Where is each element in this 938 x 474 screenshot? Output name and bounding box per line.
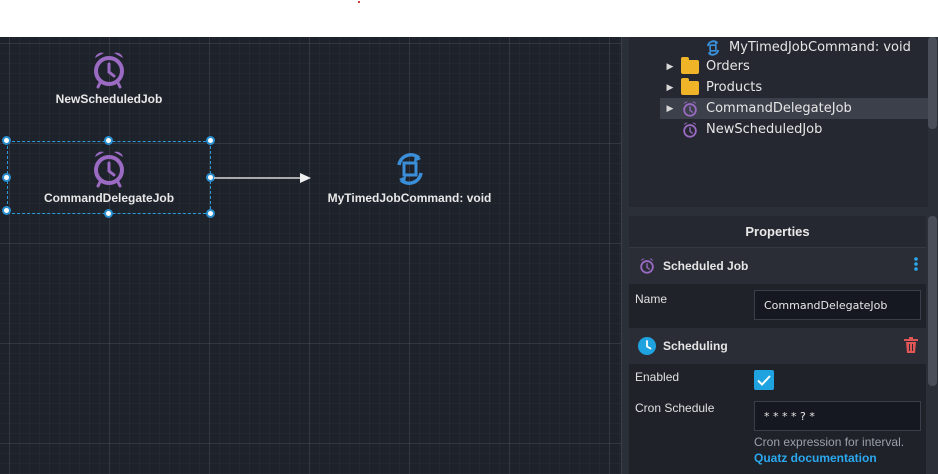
alarm-clock-icon [637, 256, 657, 276]
alarm-clock-icon [680, 121, 700, 139]
property-label: Name [635, 292, 668, 306]
expand-arrow-icon[interactable]: ▶ [666, 82, 674, 93]
cron-hint-text: Cron expression for interval. [754, 435, 905, 449]
resize-handle[interactable] [2, 136, 11, 145]
resize-handle[interactable] [104, 209, 113, 218]
connector-arrow[interactable] [212, 172, 312, 184]
resize-handle[interactable] [206, 136, 215, 145]
command-cycle-icon [396, 153, 423, 185]
folder-icon [680, 56, 700, 76]
tree-scrollbar[interactable] [928, 37, 937, 129]
expand-arrow-icon[interactable]: ▶ [666, 61, 674, 72]
section-title: Scheduled Job [663, 259, 749, 273]
tree-item-products[interactable]: ▶ Products [660, 77, 920, 98]
section-title: Scheduling [663, 339, 728, 353]
property-label: Enabled [635, 370, 680, 384]
node-my-timed-job-command[interactable]: MyTimedJobCommand: void [322, 150, 497, 205]
node-label: MyTimedJobCommand: void [327, 191, 492, 205]
tree-item-label: MyTimedJobCommand: void [729, 40, 911, 55]
cron-schedule-input[interactable]: * * * * ? * [754, 401, 921, 431]
property-label: Cron Schedule [635, 401, 715, 415]
quartz-documentation-link[interactable]: Quatz documentation [754, 451, 877, 465]
section-scheduled-job: Scheduled Job [629, 248, 926, 284]
node-label: CommandDelegateJob [44, 191, 175, 205]
node-new-scheduled-job[interactable]: NewScheduledJob [54, 49, 164, 106]
diagram-canvas[interactable]: NewScheduledJob CommandDelegateJob MyTim… [0, 37, 621, 474]
top-strip [0, 0, 938, 37]
tree-item-label: CommandDelegateJob [706, 101, 852, 116]
property-name-row: Name CommandDelegateJob [629, 284, 926, 328]
node-label: NewScheduledJob [55, 92, 163, 106]
alarm-clock-icon [680, 100, 700, 118]
alarm-clock-icon [94, 151, 124, 188]
tree-item-label: Products [706, 80, 763, 95]
enabled-checkbox[interactable] [754, 370, 774, 390]
property-enabled-row: Enabled [629, 364, 926, 395]
folder-icon [680, 77, 700, 97]
tree-item-my-timed-job-command[interactable]: MyTimedJobCommand: void [703, 37, 927, 58]
property-cron-row: Cron Schedule * * * * ? * Cron expressio… [629, 395, 926, 474]
resize-handle[interactable] [2, 173, 11, 182]
model-tree: MyTimedJobCommand: void ▶ Orders ▶ Produ… [629, 37, 928, 207]
tree-item-label: Orders [706, 59, 750, 74]
tree-item-command-delegate-job[interactable]: ▶ CommandDelegateJob [660, 98, 928, 119]
tree-item-new-scheduled-job[interactable]: NewScheduledJob [680, 119, 920, 140]
properties-scrollbar[interactable] [928, 216, 937, 386]
delete-icon[interactable] [904, 337, 918, 356]
node-command-delegate-job[interactable]: CommandDelegateJob [44, 148, 174, 205]
expand-arrow-icon[interactable]: ▶ [666, 103, 674, 114]
more-options-icon[interactable] [914, 257, 918, 274]
tree-item-orders[interactable]: ▶ Orders [660, 56, 920, 77]
clock-icon [637, 336, 657, 356]
alarm-clock-icon [94, 52, 124, 89]
marker-dot [358, 1, 360, 3]
properties-panel: Properties Scheduled Job Name CommandDel… [629, 216, 926, 474]
name-input[interactable]: CommandDelegateJob [754, 290, 921, 320]
resize-handle[interactable] [206, 209, 215, 218]
resize-handle[interactable] [2, 206, 11, 215]
tree-item-label: NewScheduledJob [706, 122, 823, 137]
properties-title: Properties [629, 216, 926, 248]
resize-handle[interactable] [104, 136, 113, 145]
command-cycle-icon [703, 39, 723, 57]
section-scheduling: Scheduling [629, 328, 926, 364]
